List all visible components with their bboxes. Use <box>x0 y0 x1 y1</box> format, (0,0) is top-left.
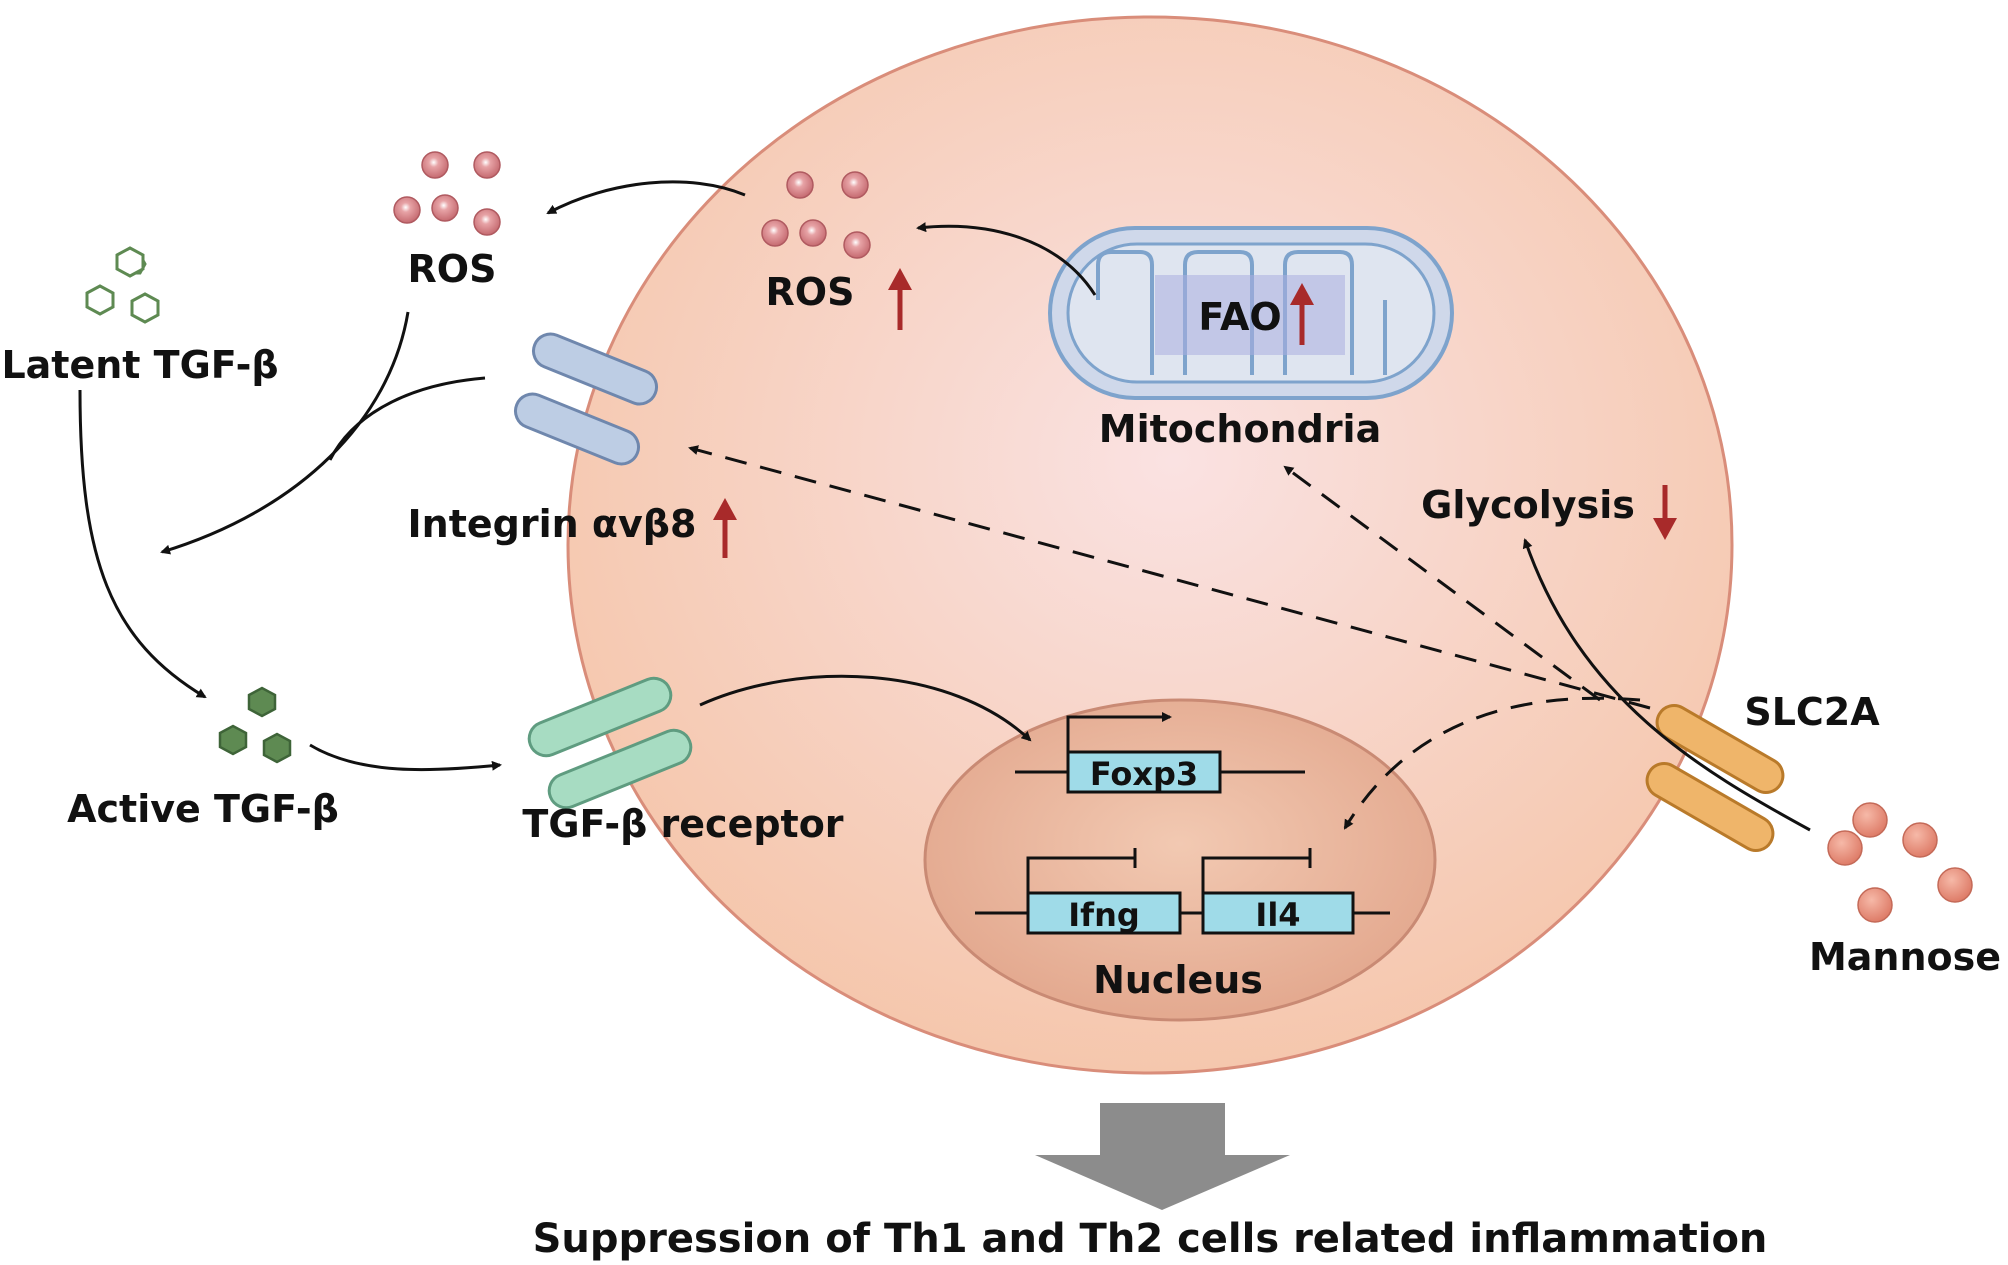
mannose-particles <box>1827 802 1973 923</box>
label-fao: FAO <box>1198 295 1281 339</box>
dashed-arrow-to-nucleus <box>1343 696 1641 830</box>
active-tgf-hexagons <box>218 686 292 764</box>
label-active-tgf: Active TGF-β <box>67 787 339 831</box>
arrow-latent-to-active <box>78 389 207 699</box>
label-nucleus: Nucleus <box>1093 958 1263 1002</box>
label-ros-inner: ROS <box>766 270 855 314</box>
mitochondrion <box>1048 226 1454 400</box>
label-latent-tgf: Latent TGF-β <box>1 343 278 387</box>
slc2a-transporter <box>1645 704 1785 852</box>
tgf-receptor <box>527 676 693 810</box>
label-integrin: Integrin αvβ8 <box>408 502 697 546</box>
integrin-avb8 <box>513 332 659 466</box>
ros-particles-outer <box>393 151 501 236</box>
increase-arrow-fao <box>1290 283 1314 345</box>
increase-arrow-integrin <box>713 498 737 558</box>
label-gene-il4: Il4 <box>1255 896 1300 934</box>
solid-arrows <box>78 180 1811 832</box>
increase-arrow-ros <box>888 268 912 330</box>
label-gene-foxp3: Foxp3 <box>1090 755 1198 793</box>
ros-particles-inner <box>761 171 871 259</box>
arrow-ros-to-ros-outer <box>546 180 746 215</box>
latent-tgf-hexagons <box>85 246 160 324</box>
label-mannose: Mannose <box>1809 935 2001 979</box>
label-tgf-receptor: TGF-β receptor <box>522 802 843 846</box>
label-slc2a: SLC2A <box>1744 690 1880 734</box>
nucleus <box>923 698 1437 1022</box>
label-ros-outer: ROS <box>408 247 497 291</box>
gene-foxp3 <box>1015 712 1305 794</box>
arrow-mito-to-ros <box>916 222 1097 296</box>
gene-il4 <box>1201 848 1355 935</box>
dashed-arrows <box>688 445 1651 830</box>
arrow-receptor-to-foxp3 <box>699 674 1032 742</box>
label-glycolysis: Glycolysis <box>1421 483 1635 527</box>
arrow-mannose-to-glycolysis <box>1522 538 1811 832</box>
label-mitochondria: Mitochondria <box>1099 407 1381 451</box>
arrow-active-to-receptor <box>309 743 502 772</box>
dashed-arrow-to-mitochondria <box>1283 465 1601 702</box>
label-outcome: Suppression of Th1 and Th2 cells related… <box>533 1216 1768 1262</box>
label-gene-ifng: Ifng <box>1068 896 1140 934</box>
dashed-arrow-to-integrin <box>688 445 1651 710</box>
arrow-integrin-to-activation <box>328 376 486 461</box>
decrease-arrow-glycolysis <box>1653 485 1677 540</box>
outcome-arrow <box>1035 1103 1290 1210</box>
